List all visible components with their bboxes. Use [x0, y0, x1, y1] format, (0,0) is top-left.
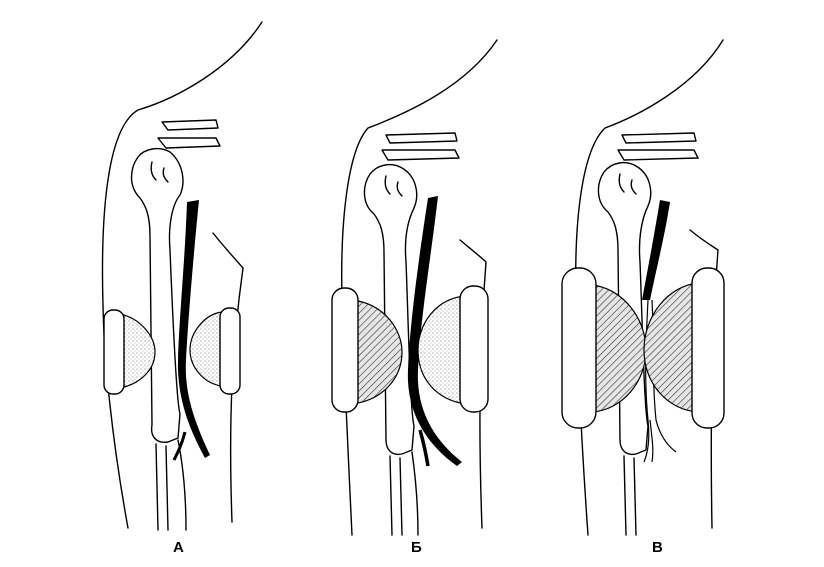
- humerus: [132, 149, 183, 443]
- cuff-lateral: [332, 288, 358, 412]
- panel-label-a: А: [173, 539, 184, 556]
- forearm-bones: [624, 456, 636, 535]
- tissue-medial: [418, 296, 466, 404]
- arm-outline: [102, 22, 262, 528]
- clavicle: [158, 120, 220, 148]
- cuff-medial: [220, 308, 240, 394]
- panel-c: В: [562, 40, 724, 556]
- brachial-artery: [642, 200, 670, 300]
- forearm-bones: [156, 440, 186, 530]
- tissue-medial: [190, 312, 222, 386]
- panel-label-c: В: [652, 539, 663, 556]
- cuff-lateral: [562, 268, 596, 428]
- clavicle: [382, 133, 459, 160]
- panel-label-b: Б: [411, 539, 422, 556]
- panel-a: А: [102, 22, 262, 556]
- cuff-medial: [460, 286, 488, 412]
- cuff-medial: [692, 268, 724, 428]
- clavicle: [618, 133, 698, 160]
- forearm-bones: [390, 452, 418, 535]
- tissue-lateral: [120, 314, 155, 388]
- panel-b: Б: [332, 40, 497, 556]
- cuff-lateral: [104, 310, 124, 394]
